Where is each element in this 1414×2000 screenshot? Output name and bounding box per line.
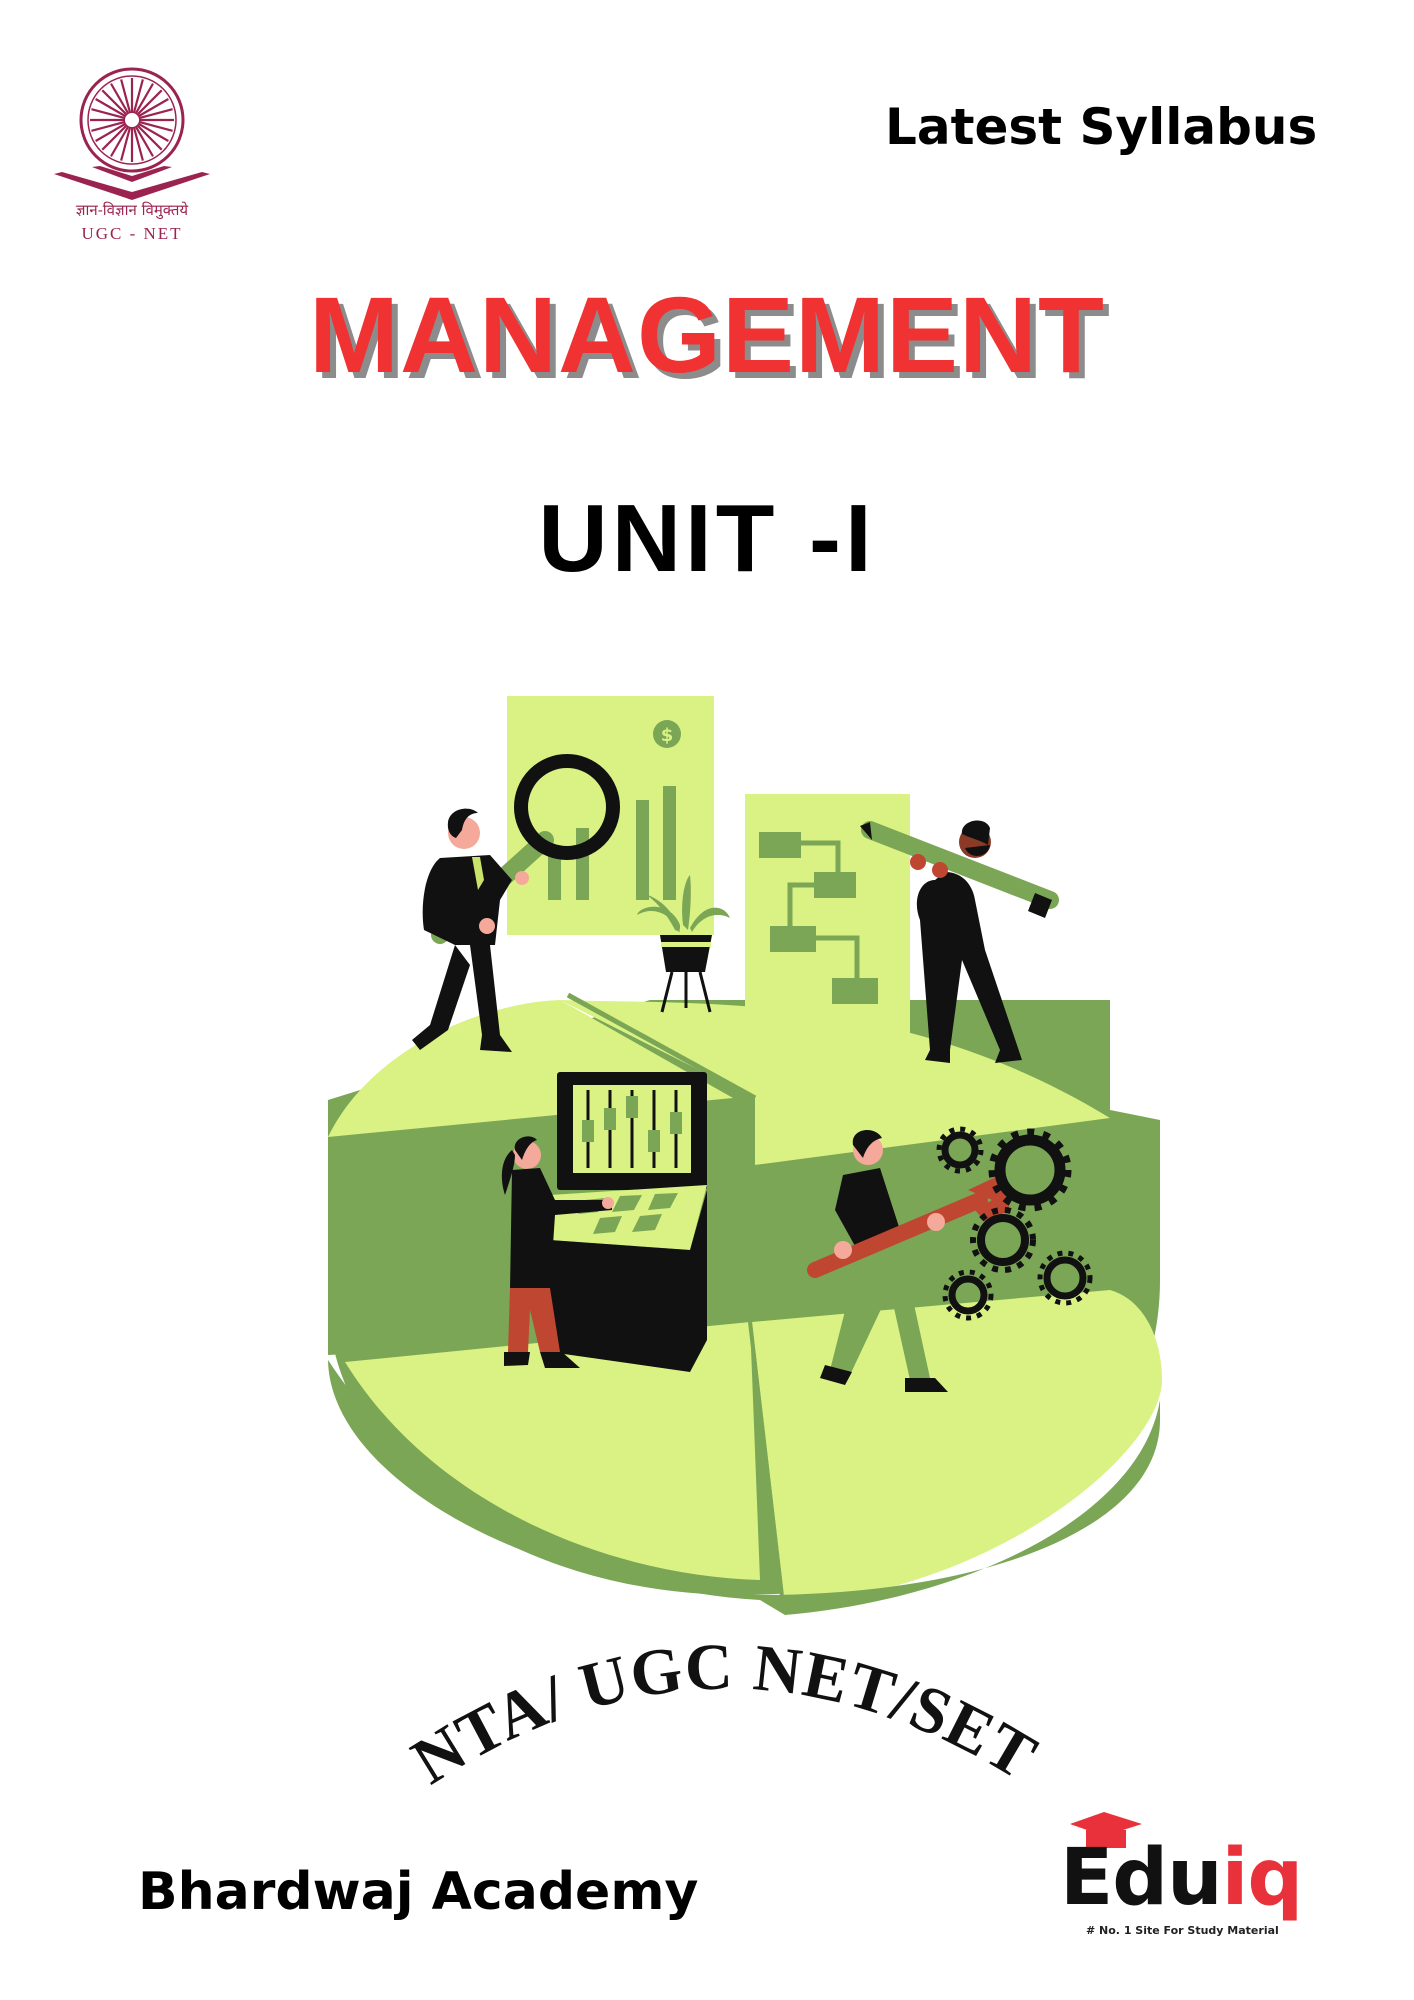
latest-syllabus-label: Latest Syllabus bbox=[885, 98, 1318, 156]
graduation-cap-icon bbox=[1070, 1812, 1142, 1848]
ashoka-chakra-book-icon bbox=[54, 67, 210, 200]
exam-title-text: NTA/ UGC NET/SET bbox=[400, 1630, 1048, 1798]
eduiq-tagline: # No. 1 Site For Study Material bbox=[1086, 1924, 1279, 1937]
unit-title: UNIT -I bbox=[538, 485, 876, 592]
svg-text:NTA/ UGC NET/SET: NTA/ UGC NET/SET bbox=[400, 1630, 1049, 1798]
eduiq-wordmark: Eduiq bbox=[1060, 1833, 1303, 1923]
logo-name: UGC - NET bbox=[81, 224, 183, 243]
publisher-name: Bhardwaj Academy bbox=[138, 1862, 699, 1922]
logo-motto: ज्ञान-विज्ञान विमुक्तये bbox=[75, 201, 189, 219]
ugc-net-logo: ज्ञान-विज्ञान विमुक्तये UGC - NET bbox=[52, 62, 212, 252]
eduiq-logo: Eduiq # No. 1 Site For Study Material bbox=[1060, 1808, 1330, 1948]
subject-title: MANAGEMENT bbox=[309, 274, 1105, 395]
